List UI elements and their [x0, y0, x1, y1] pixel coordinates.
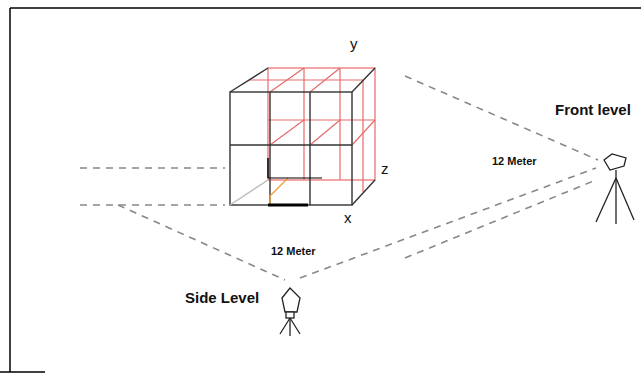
axis-label: x: [344, 210, 352, 227]
distance-label: 12 Meter: [271, 245, 316, 257]
distance-label: 12 Meter: [492, 155, 537, 167]
instrument-label: Side Level: [185, 290, 259, 307]
instrument-label: Front level: [555, 102, 631, 119]
axis-label: z: [381, 161, 389, 178]
axis-label: y: [350, 36, 358, 53]
